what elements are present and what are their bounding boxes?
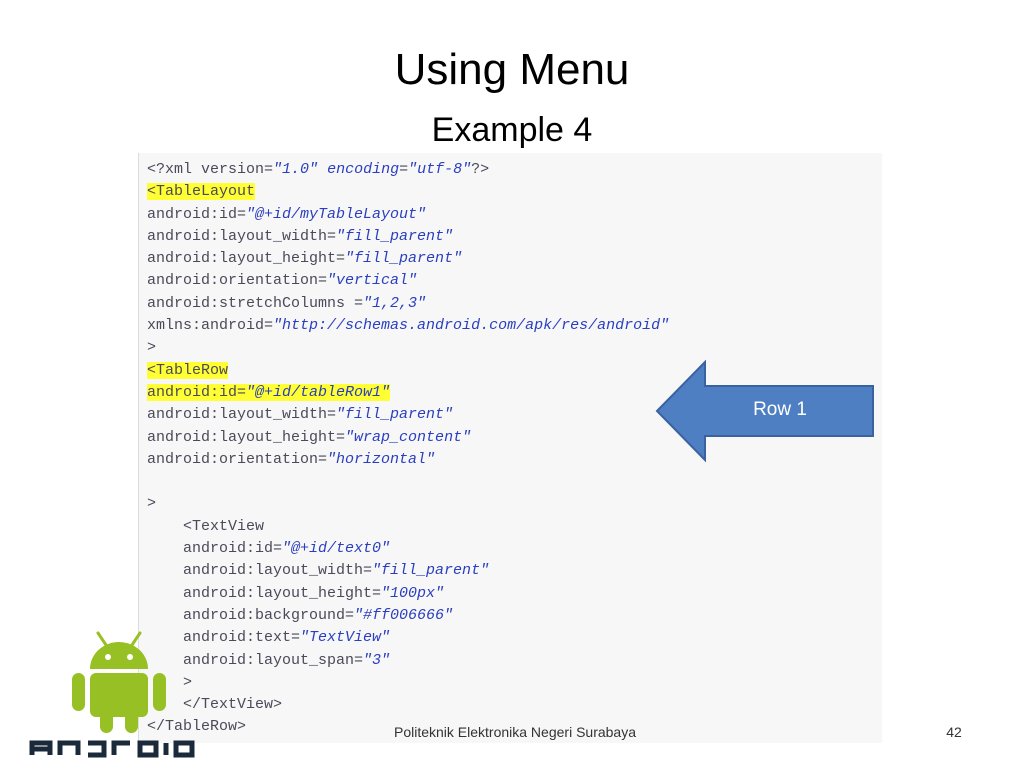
code-line: [147, 471, 669, 493]
code-token: >: [147, 339, 157, 357]
code-token: android:layout_height=: [147, 584, 382, 602]
code-line: android:layout_height="wrap_content": [147, 427, 669, 449]
code-token: android:id=: [147, 205, 247, 223]
page-number: 42: [946, 724, 962, 740]
code-line: android:text="TextView": [147, 627, 669, 649]
code-token: "fill_parent": [336, 227, 454, 245]
code-token: "fill_parent": [372, 562, 490, 580]
code-line: xmlns:android="http://schemas.android.co…: [147, 315, 669, 337]
code-token: "@+id/tableRow1": [246, 383, 391, 401]
code-token: "100px": [381, 584, 445, 602]
code-token: </TextView>: [147, 696, 283, 714]
code-line: </TableRow>: [147, 716, 669, 738]
code-token: <TableRow: [147, 361, 229, 379]
code-token: "utf-8": [408, 161, 472, 178]
code-token: <TableLayout: [147, 183, 256, 201]
code-token: xmlns:android=: [147, 317, 274, 335]
code-line: <?xml version="1.0" encoding="utf-8"?>: [147, 159, 669, 181]
code-line: android:layout_height="fill_parent": [147, 248, 669, 270]
code-token: android:orientation=: [147, 272, 328, 290]
slide-subtitle: Example 4: [431, 111, 593, 149]
code-line: >: [147, 493, 669, 515]
android-logo: [29, 631, 195, 758]
left-arrow-callout: [655, 360, 874, 462]
code-token: "1.0": [273, 161, 319, 178]
code-lines: <?xml version="1.0" encoding="utf-8"?> <T…: [147, 159, 669, 739]
callout-label: Row 1: [753, 399, 807, 420]
code-token: "vertical": [327, 272, 418, 290]
code-token: android:layout_width=: [147, 227, 337, 245]
code-line: >: [147, 672, 669, 694]
code-token: "#ff006666": [354, 606, 454, 624]
code-line: <TableLayout: [147, 181, 669, 203]
code-token: android:id=: [147, 540, 283, 558]
code-line: android:stretchColumns ="1,2,3": [147, 293, 669, 315]
arrow-shape: [655, 360, 874, 462]
code-token: =: [399, 161, 409, 178]
code-line: <TableRow: [147, 360, 669, 382]
code-token: android:background=: [147, 606, 355, 624]
code-token: android:layout_height=: [147, 250, 346, 268]
code-line: >: [147, 337, 669, 359]
code-token: android:text=: [147, 629, 301, 647]
code-token: >: [147, 673, 193, 691]
code-token: android:layout_span=: [147, 651, 364, 669]
code-token: android:layout_height=: [147, 428, 346, 446]
android-wordmark: [29, 740, 195, 758]
android-robot-icon: [72, 631, 166, 733]
code-line: android:layout_height="100px": [147, 583, 669, 605]
code-token: android:orientation=: [147, 450, 328, 468]
code-token: "http://schemas.android.com/apk/res/andr…: [273, 317, 670, 335]
code-token: "1,2,3": [363, 294, 427, 312]
code-line: android:id="@+id/myTableLayout": [147, 204, 669, 226]
code-token: encoding: [327, 161, 400, 178]
code-token: [318, 161, 327, 178]
code-token: "TextView": [300, 629, 391, 647]
code-line: android:layout_width="fill_parent": [147, 404, 669, 426]
footer-text: Politeknik Elektronika Negeri Surabaya: [393, 724, 636, 740]
code-line: android:id="@+id/text0": [147, 538, 669, 560]
code-line: android:layout_span="3": [147, 650, 669, 672]
code-line: android:orientation="vertical": [147, 270, 669, 292]
code-line: android:orientation="horizontal": [147, 449, 669, 471]
code-token: "@+id/myTableLayout": [246, 205, 427, 223]
code-token: >: [147, 495, 157, 513]
code-token: android:stretchColumns =: [147, 294, 364, 312]
code-token: <?xml version=: [147, 161, 274, 178]
code-token: "@+id/text0": [282, 540, 391, 558]
code-token: <TextView: [147, 517, 265, 535]
code-token: "wrap_content": [345, 428, 472, 446]
code-line: </TextView>: [147, 694, 669, 716]
slide-title: Using Menu: [394, 45, 630, 94]
code-token: android:layout_width=: [147, 406, 337, 424]
code-listing: <?xml version="1.0" encoding="utf-8"?> <T…: [138, 153, 882, 743]
code-line: android:background="#ff006666": [147, 605, 669, 627]
code-token: "fill_parent": [345, 250, 463, 268]
code-token: "horizontal": [327, 450, 436, 468]
code-token: "fill_parent": [336, 406, 454, 424]
code-token: </TableRow>: [147, 718, 247, 736]
code-line: android:layout_width="fill_parent": [147, 226, 669, 248]
code-line: android:id="@+id/tableRow1": [147, 382, 669, 404]
code-line: android:layout_width="fill_parent": [147, 560, 669, 582]
code-token: android:layout_width=: [147, 562, 373, 580]
code-line: <TextView: [147, 516, 669, 538]
code-token: "3": [363, 651, 391, 669]
code-token: android:id=: [147, 383, 247, 401]
code-token: ?>: [471, 161, 490, 178]
